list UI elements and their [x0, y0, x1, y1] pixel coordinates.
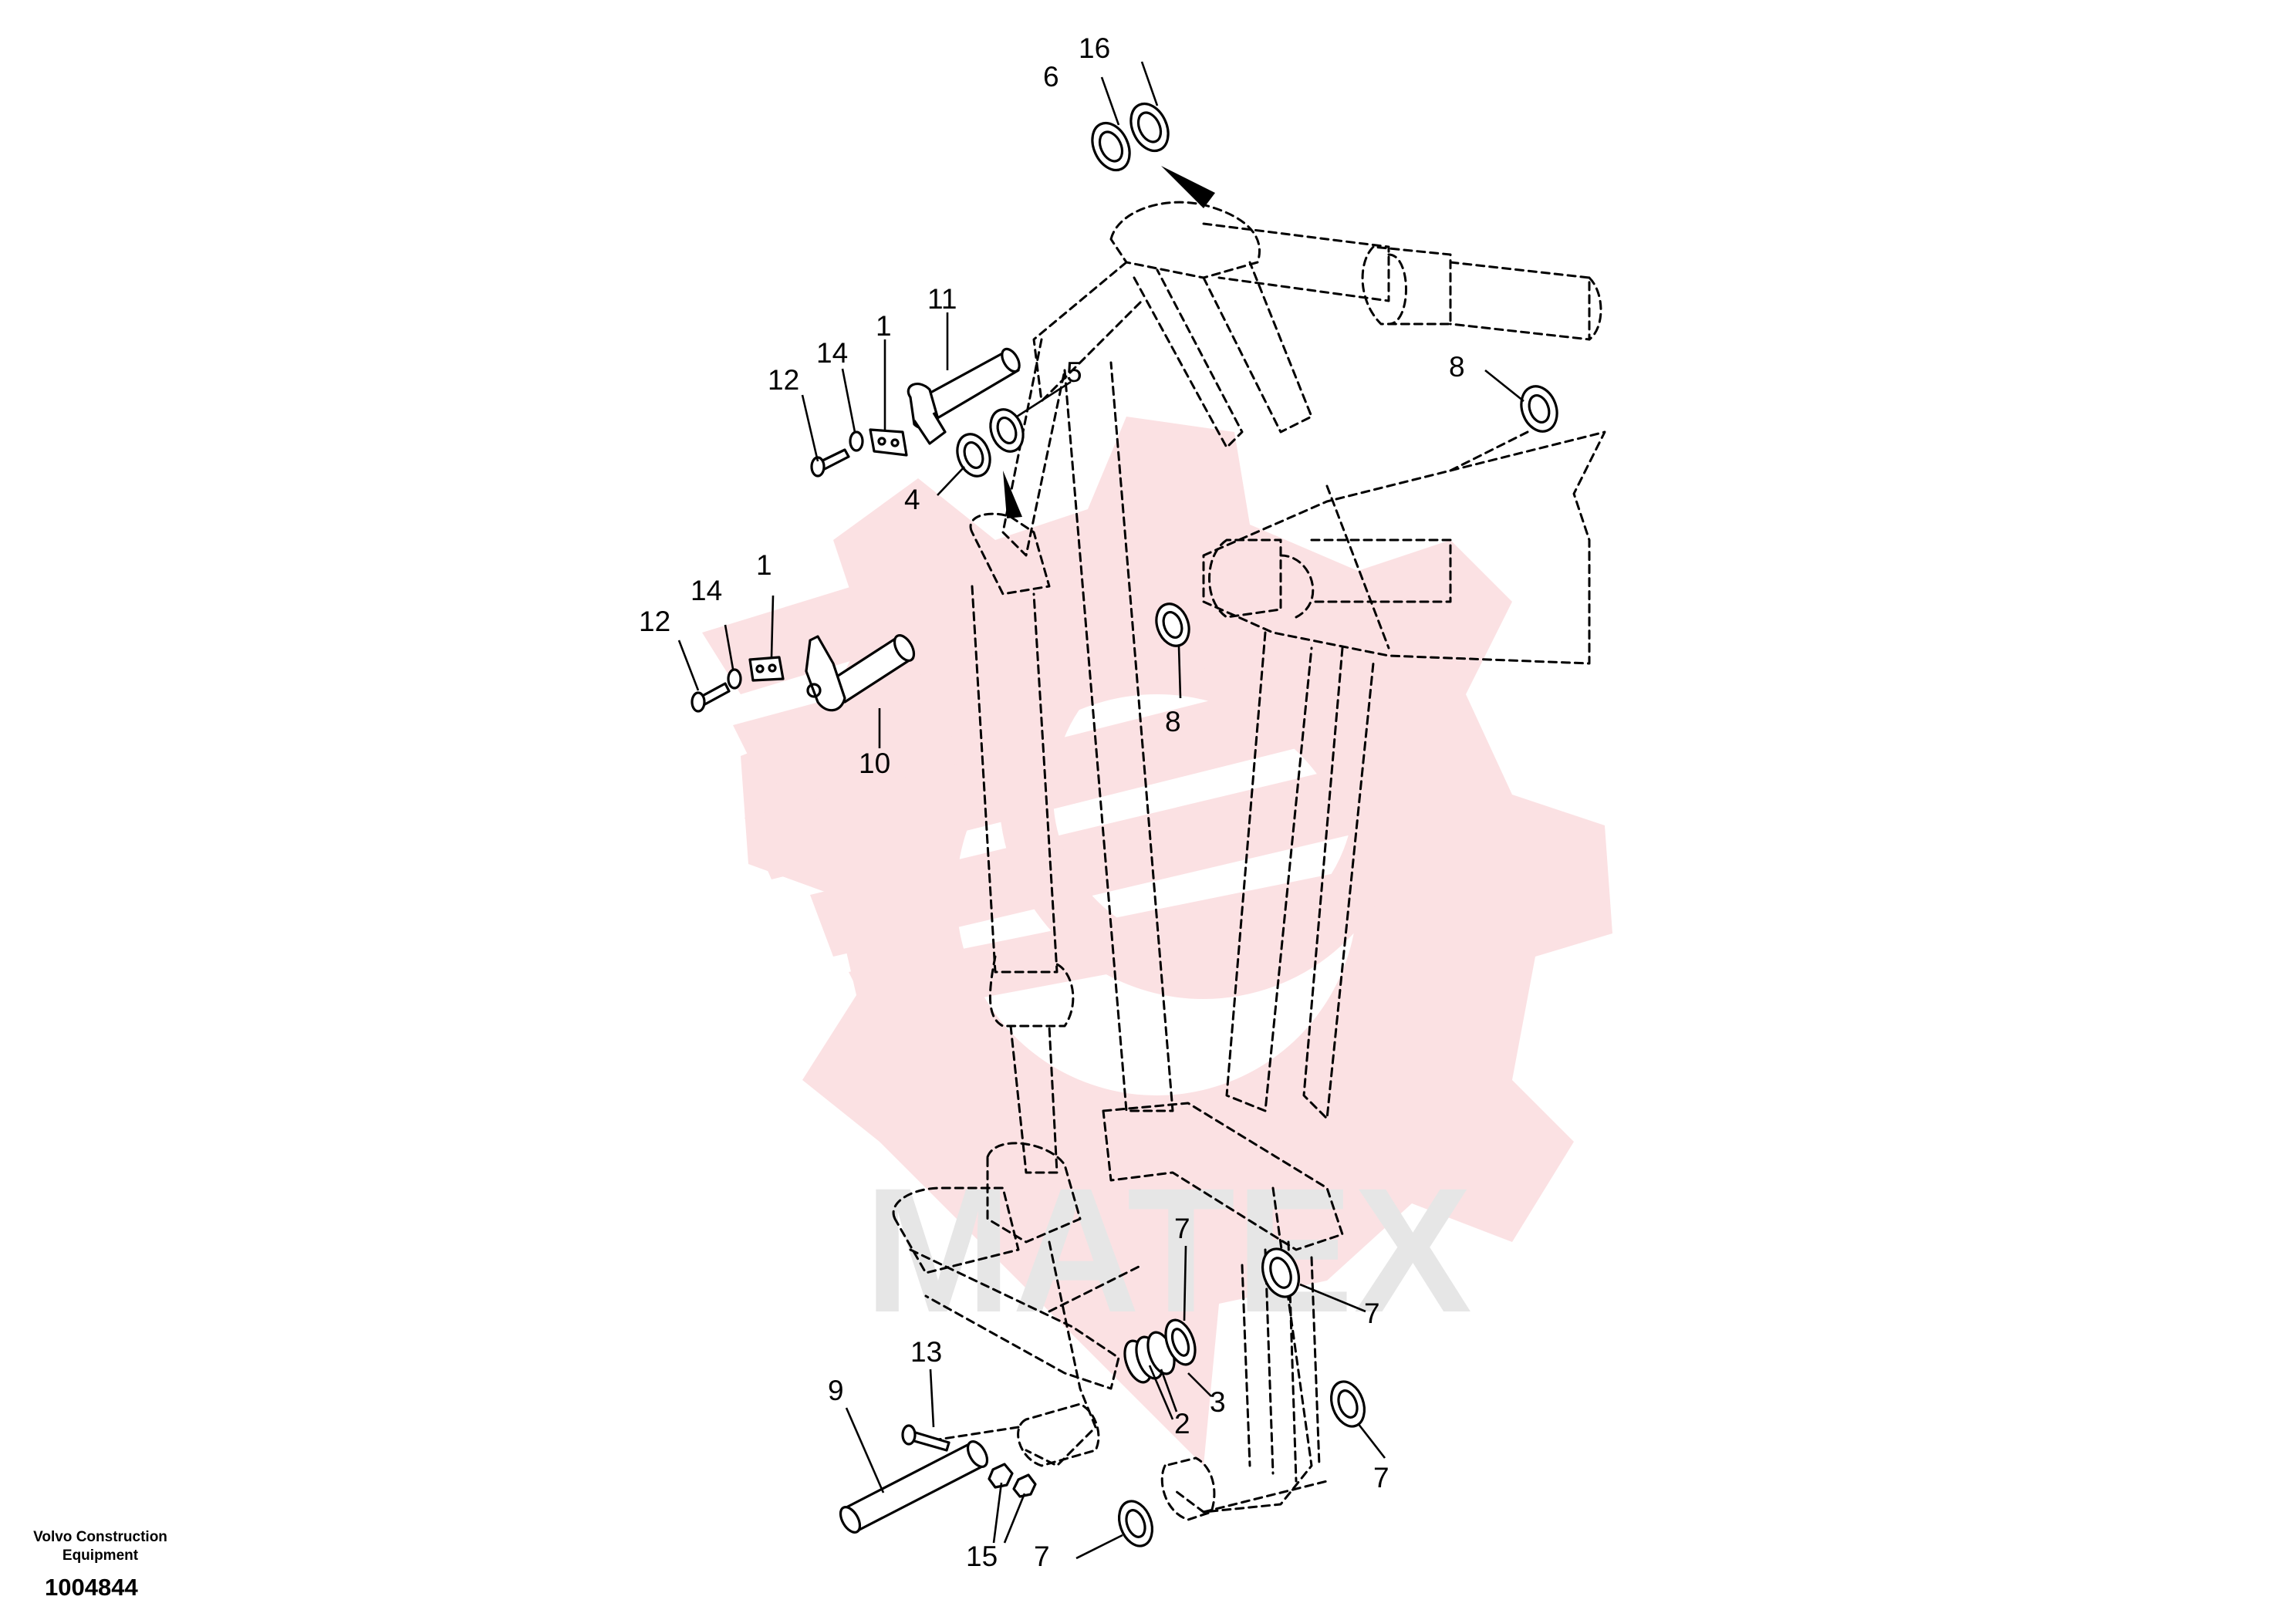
- callout-4: 4: [904, 484, 920, 515]
- drawing-number: 1004844: [45, 1574, 138, 1601]
- logo-swoosh-1: [702, 478, 1250, 694]
- part-washer-7-right[interactable]: [1325, 1377, 1370, 1431]
- callout-1: 1: [756, 549, 772, 581]
- callout-labels: 16 6 11 14 1 12 5 4 8 14 1 12 10 8 7 7 1…: [639, 32, 1465, 1572]
- part-washer-8-right[interactable]: [1515, 381, 1563, 436]
- callout-6: 6: [1043, 61, 1059, 93]
- pointer-arrow-mid: [1003, 471, 1022, 518]
- part-washer-6[interactable]: [1086, 117, 1137, 177]
- callout-1: 1: [876, 310, 892, 342]
- callout-7: 7: [1034, 1541, 1050, 1572]
- part-washer-5[interactable]: [985, 405, 1029, 456]
- part-plate-1-lower[interactable]: [748, 656, 785, 682]
- part-washer-7-bottom[interactable]: [1113, 1497, 1158, 1551]
- part-washer-8-mid[interactable]: [1151, 599, 1195, 650]
- part-bolt-12-upper[interactable]: [810, 448, 850, 478]
- part-lockwasher-14-lower[interactable]: [727, 668, 742, 690]
- callout-14: 14: [690, 575, 722, 606]
- part-washer-16[interactable]: [1124, 98, 1176, 157]
- callout-7: 7: [1373, 1462, 1389, 1493]
- ghost-arm-assembly: [892, 201, 1606, 1521]
- company-name-line1: Volvo Construction: [33, 1529, 167, 1545]
- watermark-gear-logo: [702, 417, 1612, 1466]
- callout-7: 7: [1174, 1213, 1190, 1244]
- part-washer-4[interactable]: [952, 430, 996, 481]
- part-plate-1-upper[interactable]: [869, 428, 908, 457]
- watermark-text: MATEX: [864, 1151, 1472, 1349]
- callout-15: 15: [966, 1541, 998, 1572]
- callout-11: 11: [927, 283, 957, 315]
- part-pin-9[interactable]: [836, 1438, 991, 1535]
- part-lockwasher-14-upper[interactable]: [849, 430, 864, 452]
- callout-8: 8: [1449, 351, 1465, 383]
- callout-13: 13: [910, 1336, 942, 1368]
- callout-3: 3: [1210, 1386, 1226, 1418]
- callout-10: 10: [859, 748, 890, 779]
- callout-12: 12: [639, 606, 670, 637]
- leader-lines: [677, 61, 1524, 1560]
- part-nuts-15[interactable]: [988, 1463, 1037, 1498]
- part-washer-7-upper[interactable]: [1256, 1244, 1305, 1301]
- part-pin-11[interactable]: [907, 346, 1022, 445]
- part-bolt-13[interactable]: [901, 1424, 950, 1452]
- callout-2: 2: [1174, 1408, 1190, 1439]
- callout-16: 16: [1079, 32, 1110, 64]
- callout-7: 7: [1364, 1298, 1380, 1329]
- callout-12: 12: [768, 364, 799, 396]
- callout-9: 9: [828, 1375, 844, 1406]
- part-bushings-2-3[interactable]: [1119, 1316, 1200, 1385]
- part-bolt-12-lower[interactable]: [690, 682, 731, 713]
- part-pin-10[interactable]: [805, 632, 918, 712]
- logo-swoosh-4: [810, 771, 1358, 957]
- callout-8: 8: [1165, 706, 1181, 737]
- logo-ring: [999, 590, 1408, 999]
- callout-14: 14: [816, 337, 848, 369]
- pointer-arrow-top: [1161, 166, 1215, 208]
- callout-5: 5: [1066, 356, 1082, 388]
- company-name-line2: Equipment: [62, 1547, 139, 1564]
- footer: Volvo Construction Equipment 1004844: [33, 1529, 167, 1601]
